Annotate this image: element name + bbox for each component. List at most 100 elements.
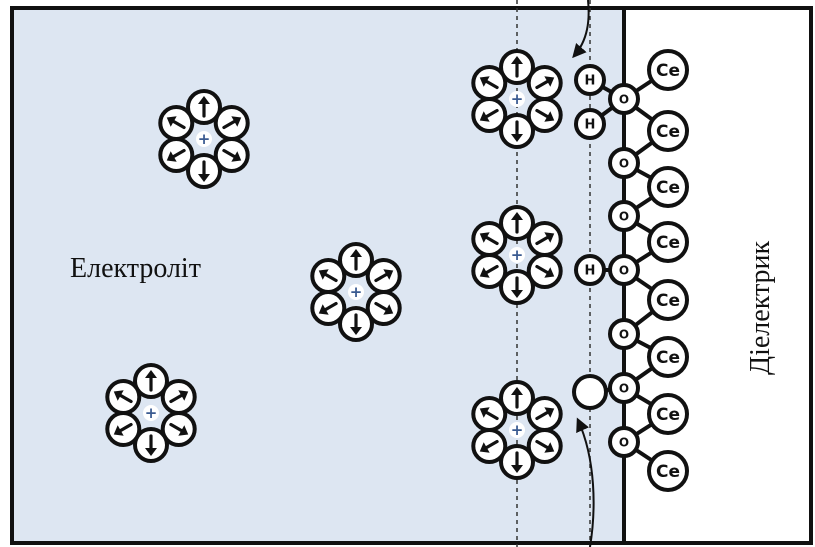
cerium-atom: Ce [647, 393, 689, 435]
hydrated-cation-1: + [158, 89, 250, 189]
water-molecule-icon [499, 49, 535, 85]
cation-icon: + [509, 421, 525, 439]
water-molecule-icon [471, 65, 508, 101]
water-molecule-icon [158, 105, 195, 141]
adsorbed-cation-1: + [471, 49, 563, 149]
water-molecule-icon [186, 89, 222, 125]
cation-icon: + [196, 130, 212, 148]
water-molecule-icon [526, 221, 563, 257]
water-molecule-icon [471, 97, 508, 133]
oxygen-atom-label: O [619, 381, 629, 395]
cerium-atom: Ce [647, 166, 689, 208]
cation-plus-label: + [511, 246, 524, 264]
water-molecule-icon [499, 380, 535, 416]
water-molecule-icon [310, 258, 347, 294]
cerium-atom-label: Ce [656, 405, 680, 425]
cation-plus-label: + [350, 283, 363, 301]
dielectric-region [624, 8, 811, 543]
hydrogen-atom: H [574, 64, 606, 96]
water-molecule-icon [186, 153, 222, 189]
cation-plus-label: + [511, 90, 524, 108]
water-molecule-icon [365, 258, 402, 294]
cation-plus-label: + [145, 404, 158, 422]
cerium-atom: Ce [647, 221, 689, 263]
oxygen-atom: O [608, 318, 640, 350]
hydrated-cations: + + + + + + [105, 49, 563, 480]
water-molecule-icon [471, 428, 508, 464]
water-molecule-icon [158, 137, 195, 173]
cerium-atom-label: Ce [656, 122, 680, 142]
hydrated-cation-2: + [310, 242, 402, 342]
hydrogen-atom-label: H [585, 118, 596, 133]
cerium-atom-label: Ce [656, 233, 680, 253]
water-molecule-icon [213, 105, 250, 141]
water-molecule-icon [160, 411, 197, 447]
water-molecule-icon [499, 269, 535, 305]
oxygen-atom-label: O [619, 327, 629, 341]
dielectric-label: Діелектрик [745, 240, 776, 375]
cerium-atom-label: Ce [656, 348, 680, 368]
oxygen-atom: O [608, 426, 640, 458]
flow-arrow-bottom [576, 417, 595, 547]
water-molecule-icon [133, 363, 169, 399]
water-molecule-icon [338, 306, 374, 342]
water-molecule-icon [526, 65, 563, 101]
water-molecule-icon [471, 396, 508, 432]
oxygen-atom-label: O [619, 435, 629, 449]
cation-plus-label: + [511, 421, 524, 439]
cerium-atom: Ce [647, 336, 689, 378]
oxygen-atom-label: O [619, 92, 629, 106]
water-molecule-icon [471, 253, 508, 289]
cerium-atom: Ce [647, 450, 689, 492]
water-molecule-icon [526, 253, 563, 289]
cation-icon: + [348, 283, 364, 301]
cerium-atom: Ce [647, 110, 689, 152]
flow-arrow-top [572, 0, 590, 59]
water-molecule-icon [338, 242, 374, 278]
water-molecule-icon [499, 444, 535, 480]
oxygen-atom-label: O [619, 263, 629, 277]
water-molecule-icon [499, 205, 535, 241]
water-molecule-icon [471, 221, 508, 257]
water-molecule-icon [105, 379, 142, 415]
water-molecule-icon [526, 428, 563, 464]
water-molecule-icon [160, 379, 197, 415]
cerium-atom-label: Ce [656, 61, 680, 81]
oxygen-atom: O [608, 254, 640, 286]
cation-icon: + [509, 90, 525, 108]
water-molecule-icon [526, 396, 563, 432]
cerium-atom-label: Ce [656, 291, 680, 311]
water-molecule-icon [105, 411, 142, 447]
cerium-atom-label: Ce [656, 178, 680, 198]
water-molecule-icon [526, 97, 563, 133]
cerium-atom: Ce [647, 279, 689, 321]
electrolyte-label: Електроліт [70, 253, 201, 284]
cerium-atom: Ce [647, 49, 689, 91]
frame-outline [10, 6, 813, 545]
cation-icon: + [509, 246, 525, 264]
adsorbed-cation-2: + [471, 205, 563, 305]
water-molecule-icon [213, 137, 250, 173]
hydrogen-atom-label: H [585, 264, 596, 279]
adsorbed-cation-3: + [471, 380, 563, 480]
oxygen-atom: O [608, 83, 640, 115]
oxygen-vacancy-icon [572, 374, 608, 410]
oxygen-atom-label: O [619, 209, 629, 223]
hydrogen-atom: H [574, 108, 606, 140]
hydrogen-atom: H [574, 254, 606, 286]
hydrogen-atom-label: H [585, 74, 596, 89]
cerium-atom-label: Ce [656, 462, 680, 482]
water-molecule-icon [310, 290, 347, 326]
water-molecule-icon [133, 427, 169, 463]
hydrated-cation-3: + [105, 363, 197, 463]
oxygen-atom: O [608, 200, 640, 232]
oxygen-atom: O [608, 147, 640, 179]
cation-plus-label: + [198, 130, 211, 148]
water-molecule-icon [499, 113, 535, 149]
oxygen-atom-label: O [619, 156, 629, 170]
oxygen-atom: O [608, 372, 640, 404]
water-molecule-icon [365, 290, 402, 326]
cation-icon: + [143, 404, 159, 422]
